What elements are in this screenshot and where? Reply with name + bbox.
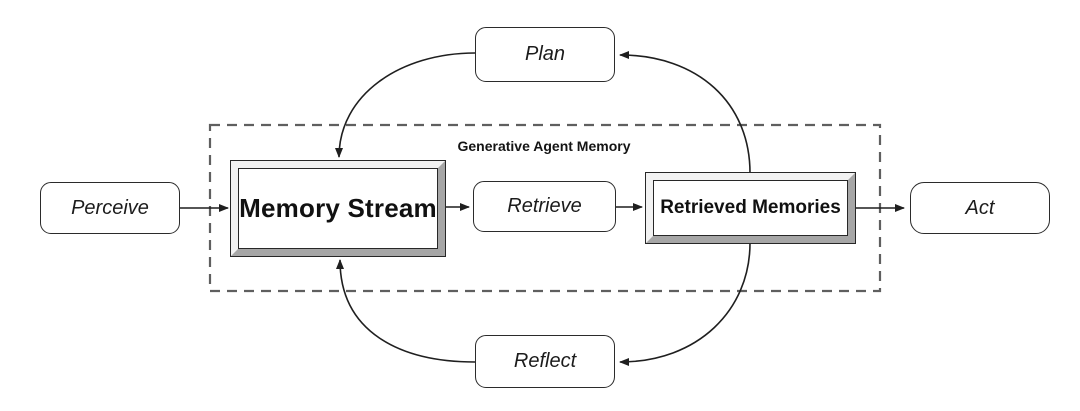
node-reflect: Reflect — [475, 335, 615, 388]
node-retrieve: Retrieve — [473, 181, 616, 232]
node-retrieve-label: Retrieve — [507, 195, 582, 217]
edge-reflect-to-memory-stream — [336, 259, 476, 363]
node-perceive-label: Perceive — [71, 196, 149, 219]
memory-stream-inner-panel: Memory Stream — [238, 168, 438, 249]
retrieved-memories-inner-panel: Retrieved Memories — [653, 180, 848, 236]
edge-retrieved-memories-to-plan — [619, 51, 751, 174]
group-label-generative-agent-memory: Generative Agent Memory — [457, 138, 631, 154]
node-act-label: Act — [965, 196, 995, 219]
node-memory-stream: Memory Stream — [231, 161, 445, 256]
node-retrieved-memories: Retrieved Memories — [646, 173, 855, 243]
node-retrieved-memories-label: Retrieved Memories — [660, 197, 841, 218]
node-memory-stream-label: Memory Stream — [239, 193, 437, 223]
edge-plan-to-memory-stream — [335, 52, 476, 158]
node-plan-label: Plan — [524, 43, 566, 65]
node-reflect-label: Reflect — [513, 350, 577, 372]
node-plan: Plan — [475, 27, 615, 82]
edge-retrieved-memories-to-reflect — [619, 242, 751, 366]
node-perceive: Perceive — [40, 182, 180, 234]
node-act: Act — [910, 182, 1050, 234]
